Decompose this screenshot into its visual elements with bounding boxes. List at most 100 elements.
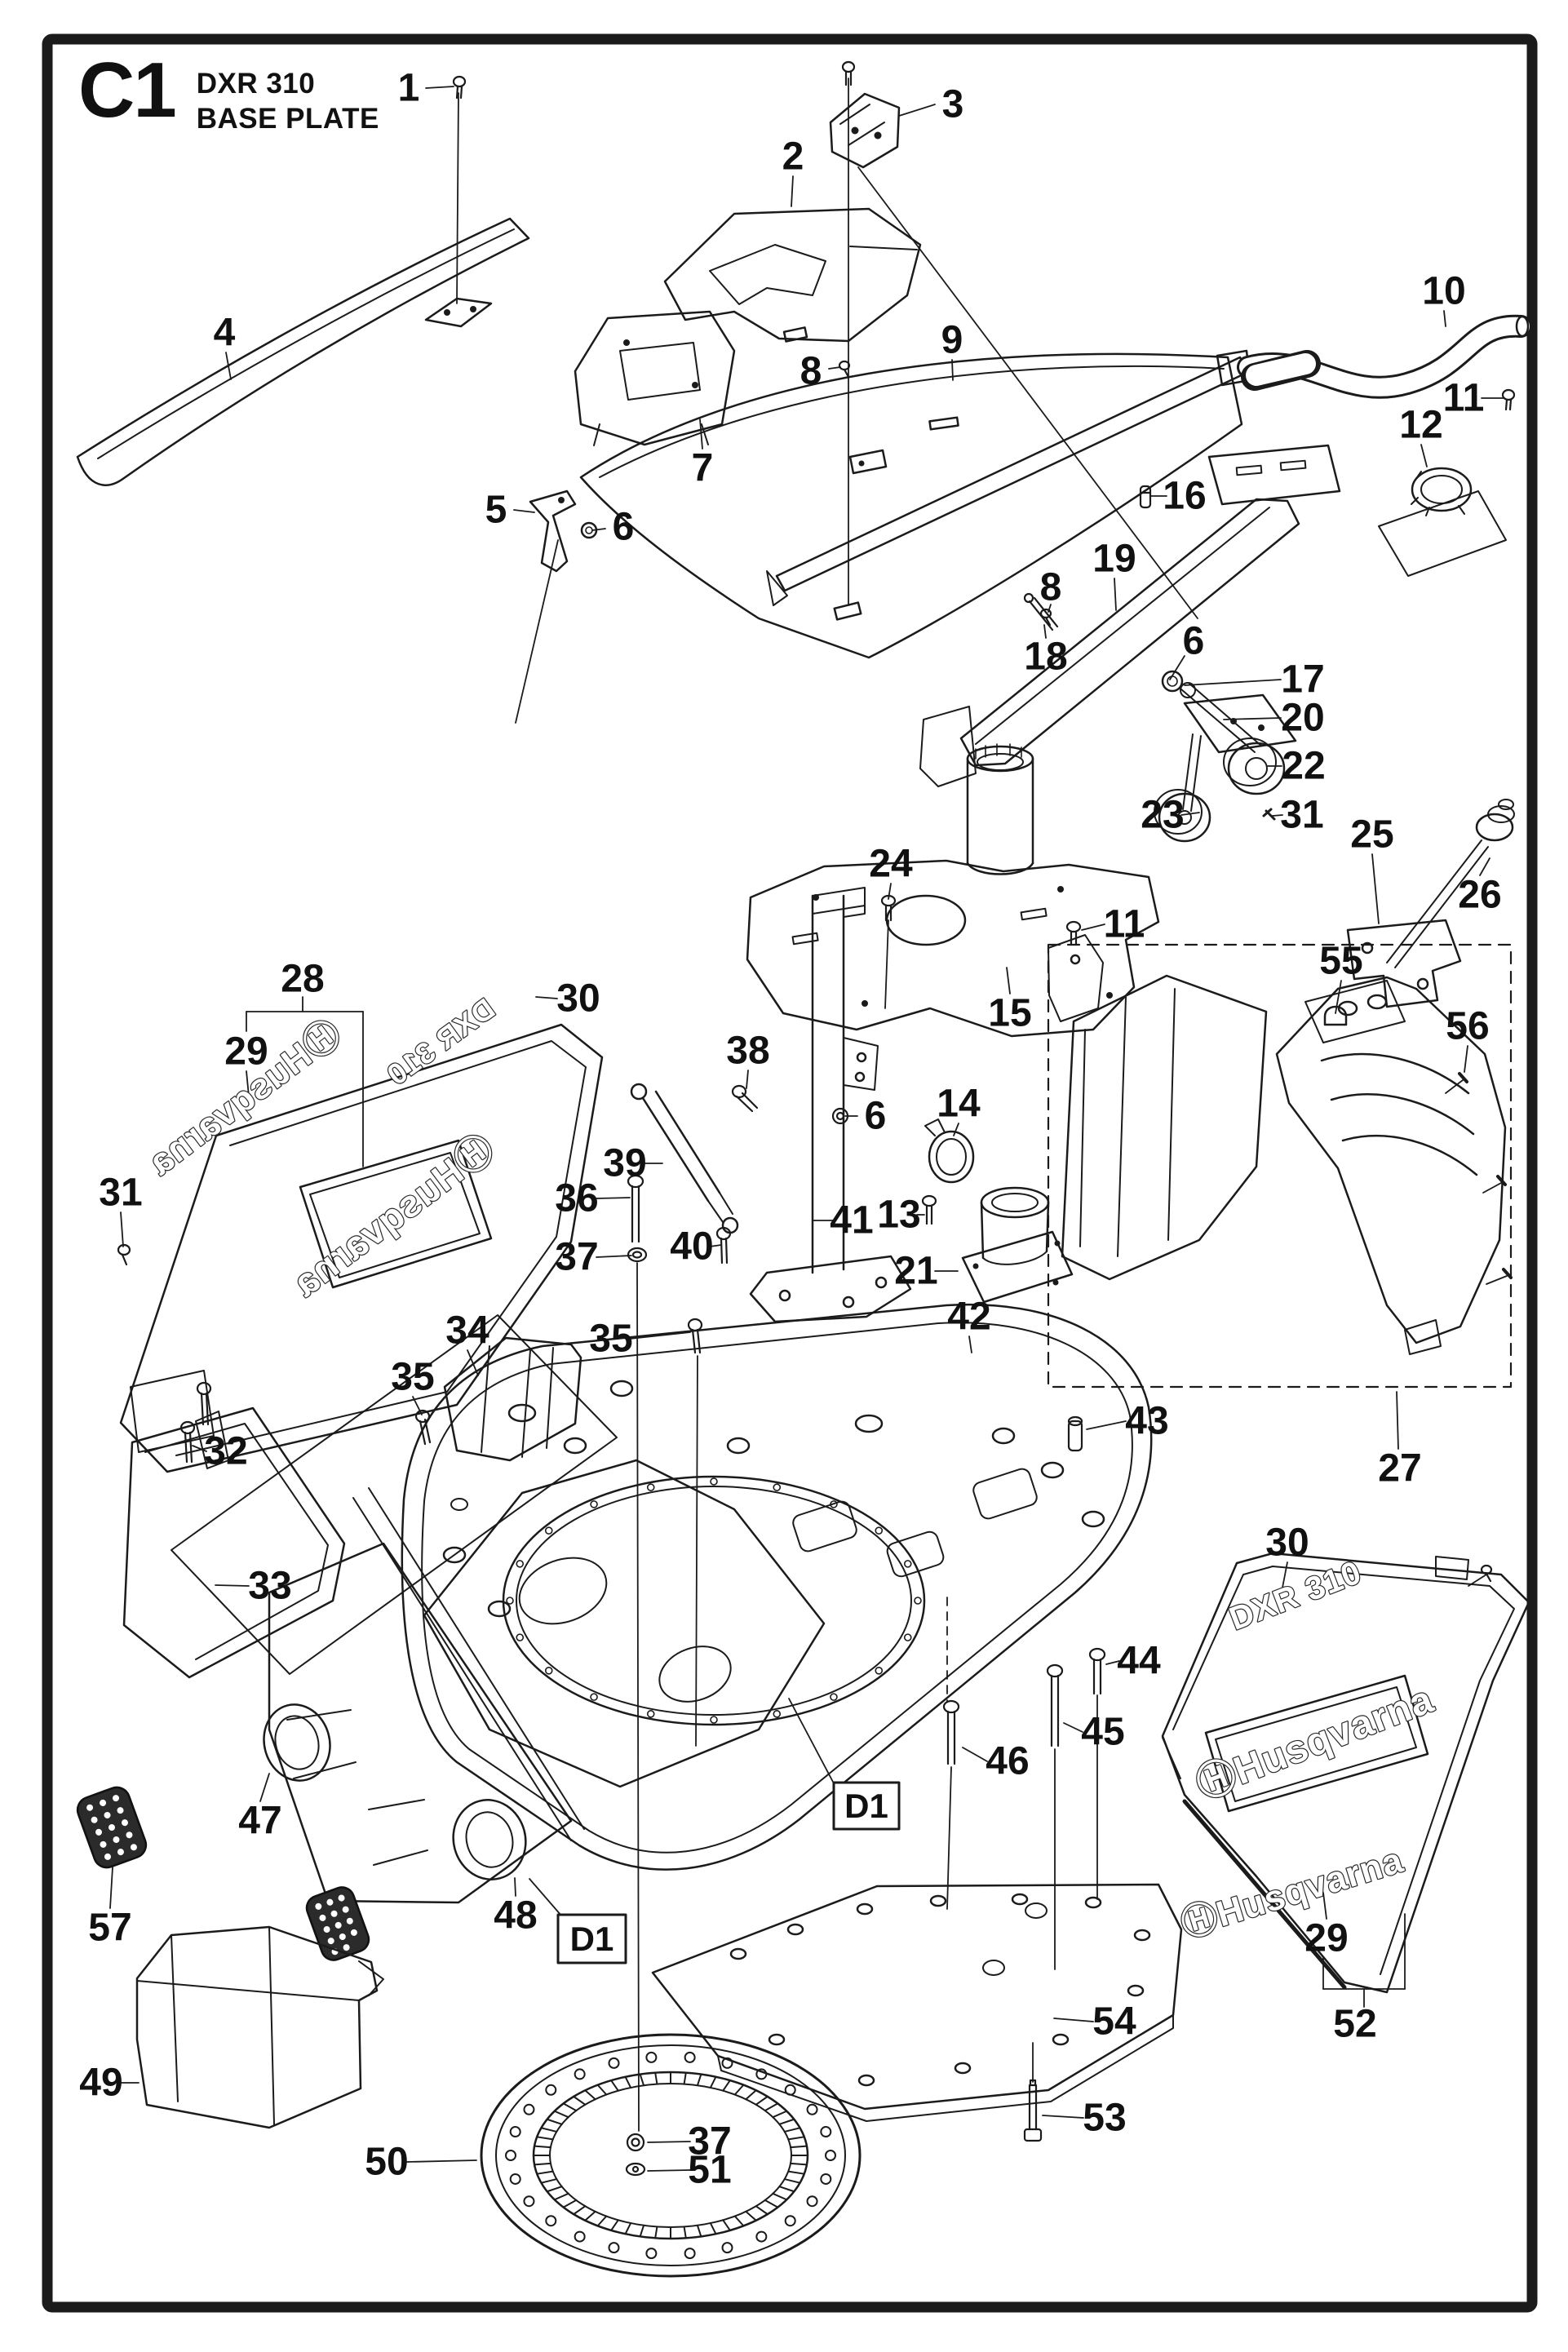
part-callout: 18 <box>1024 636 1067 679</box>
part-callout: 41 <box>830 1199 873 1242</box>
part-callout: 56 <box>1446 1005 1489 1048</box>
model-name: DXR 310 <box>196 68 316 100</box>
part-callout: 27 <box>1378 1447 1421 1490</box>
part-callout: 11 <box>1443 377 1485 420</box>
sheet-name: BASE PLATE <box>196 102 379 135</box>
part-10-handle <box>766 314 1532 606</box>
part-callout: 54 <box>1092 2000 1136 2044</box>
part-callout: 57 <box>88 1907 131 1950</box>
part-callout: 42 <box>947 1296 990 1339</box>
part-callout: 29 <box>1304 1917 1348 1960</box>
part-callout: 36 <box>555 1177 598 1220</box>
part-23-roller <box>1154 789 1211 843</box>
part-27-guard-right <box>1275 976 1507 1355</box>
part-callout: 13 <box>877 1194 920 1237</box>
part-callout: 9 <box>941 319 963 362</box>
part-callout: 8 <box>800 350 822 393</box>
part-3-clamp <box>829 92 901 169</box>
part-callout: 39 <box>603 1142 646 1185</box>
part-33-lower-panel <box>122 1406 346 1679</box>
part-callout: 26 <box>1458 874 1501 917</box>
part-callout: 5 <box>485 489 507 532</box>
part-55-cap <box>1323 1005 1348 1026</box>
part-callout: 24 <box>869 843 913 886</box>
part-callout: 12 <box>1399 404 1442 447</box>
part-callout: 51 <box>688 2149 731 2192</box>
part-54-bottom-plate <box>651 1883 1183 2122</box>
part-49-cover <box>135 1925 384 2129</box>
part-callout: 15 <box>988 992 1031 1035</box>
part-callout: 23 <box>1141 794 1184 837</box>
part-50-slew-ring <box>480 2033 862 2278</box>
part-callout: 53 <box>1083 2097 1126 2140</box>
part-callout: 55 <box>1319 940 1362 983</box>
model-decal: DXR 310 <box>1225 1554 1366 1637</box>
part-callout: 8 <box>1040 566 1062 609</box>
part-callout: 31 <box>1280 794 1323 837</box>
part-callout: 40 <box>670 1225 713 1269</box>
part-11-bracket-small <box>1048 934 1104 1022</box>
part-callout: 28 <box>281 958 324 1001</box>
part-callout: 3 <box>942 83 964 126</box>
part-callout: 6 <box>613 506 635 549</box>
part-19-support-arm <box>919 444 1341 875</box>
part-callout: 50 <box>365 2141 408 2184</box>
part-callout: 30 <box>1265 1521 1309 1565</box>
part-21-flange-bushing <box>961 1186 1074 1304</box>
part-callout: 22 <box>1282 745 1325 788</box>
part-34-corrugated-bracket <box>443 1336 582 1462</box>
part-callout: 32 <box>204 1430 247 1473</box>
part-callout: 48 <box>494 1894 537 1938</box>
part-callout: 2 <box>782 135 804 179</box>
part-callout: 45 <box>1081 1711 1124 1754</box>
part-callout: 35 <box>589 1318 632 1361</box>
part-39-gas-spring <box>630 1083 739 1234</box>
detail-ref-label: D1 <box>570 1920 614 1958</box>
part-callout: 20 <box>1281 697 1324 740</box>
part-callout: 44 <box>1117 1640 1161 1683</box>
part-14-seal-ring <box>924 1118 975 1184</box>
part-callout: 30 <box>556 977 600 1021</box>
part-callout: 29 <box>224 1030 268 1074</box>
part-callout: 37 <box>688 2120 731 2164</box>
part-callout: 19 <box>1092 538 1136 581</box>
part-callout: 14 <box>937 1083 981 1126</box>
part-callout: 7 <box>692 447 714 490</box>
part-callout: 10 <box>1422 270 1465 313</box>
part-callout: 16 <box>1163 475 1206 518</box>
part-12-cap <box>1378 467 1507 577</box>
detail-ref-label: D1 <box>844 1787 888 1825</box>
part-callout: 6 <box>865 1095 887 1138</box>
part-20-tension-bracket <box>1180 683 1297 812</box>
part-callout: 47 <box>238 1800 281 1843</box>
page-border <box>42 33 1538 2313</box>
part-callout: 37 <box>555 1236 598 1279</box>
part-callout: 1 <box>398 67 420 110</box>
part-callout: 21 <box>894 1250 937 1293</box>
part-2-cover <box>663 207 922 621</box>
part-25-bracket <box>1346 839 1489 1008</box>
part-41-support-post <box>749 887 912 1323</box>
part-30-right-side-panel <box>1161 1552 1530 1994</box>
part-callout: 17 <box>1281 658 1324 702</box>
part-31-screw-right <box>1262 808 1276 821</box>
part-28-left-side-panel <box>119 1023 604 1473</box>
part-callout: 4 <box>214 312 236 355</box>
part-callout: 33 <box>248 1565 291 1608</box>
leader-lines <box>109 78 1513 2172</box>
part-5-latch-bracket <box>529 489 577 573</box>
part-callout: 34 <box>445 1309 489 1353</box>
part-callout: 52 <box>1333 2003 1376 2046</box>
part-callout: 31 <box>99 1172 142 1215</box>
part-4-top-cover <box>76 217 530 486</box>
part-57-rubber-pad <box>76 1786 148 1869</box>
figure-code: C1 <box>78 47 177 134</box>
part-callout: 49 <box>79 2062 122 2105</box>
part-7-bracket-plate <box>574 310 736 446</box>
part-callout: 6 <box>1183 620 1205 663</box>
